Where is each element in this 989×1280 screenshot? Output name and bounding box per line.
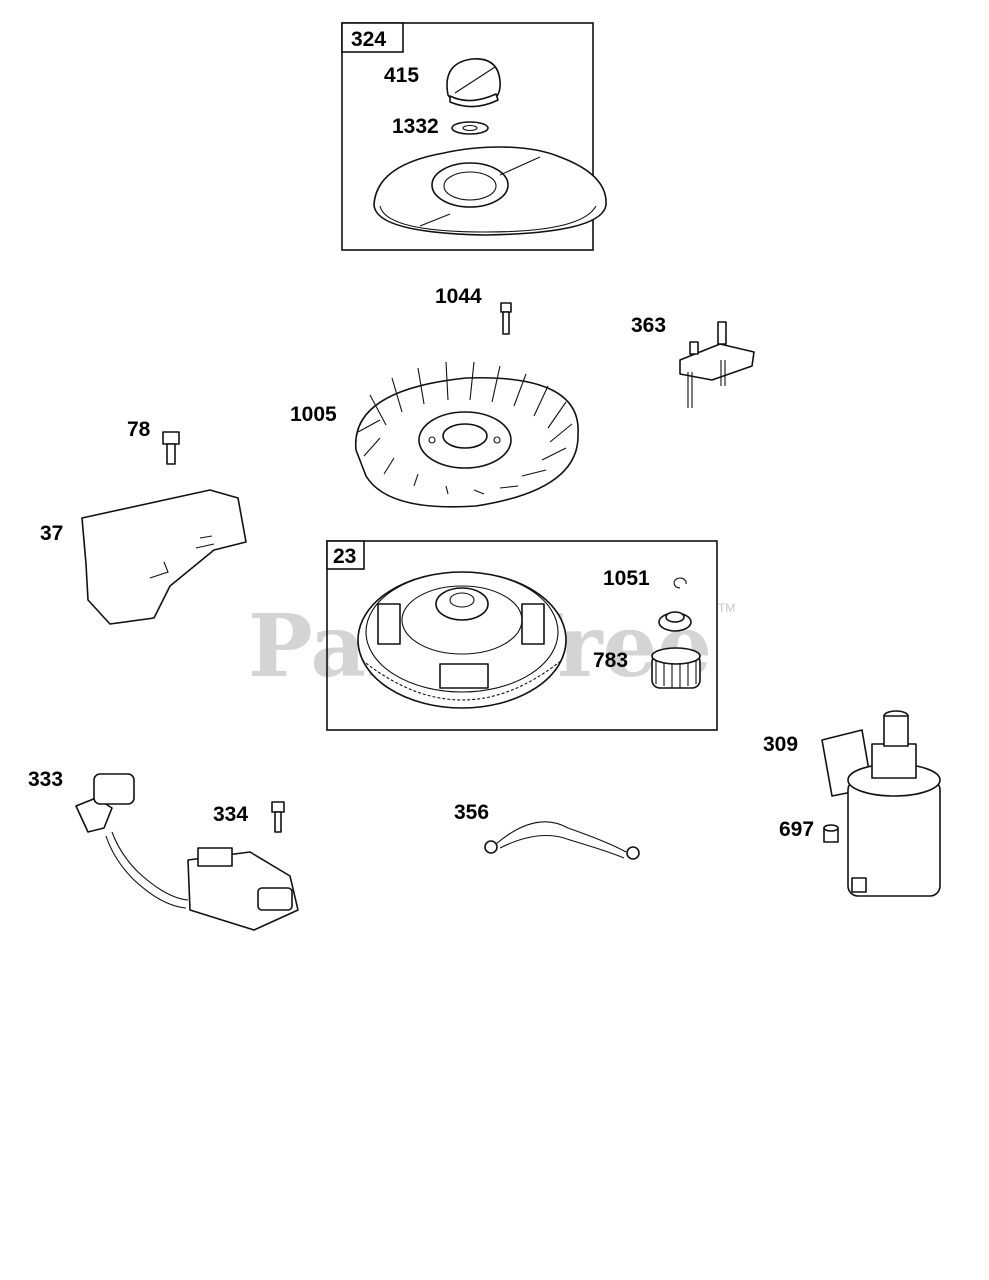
callout-783: 783	[593, 649, 628, 672]
part-363-bracket[interactable]	[679, 321, 755, 408]
kit-23-tab	[326, 540, 365, 570]
part-23-flywheel[interactable]	[357, 571, 567, 709]
part-1332-washer[interactable]	[451, 121, 489, 135]
part-324-cover[interactable]	[373, 146, 607, 236]
callout-78: 78	[127, 418, 151, 441]
part-309-starter[interactable]	[821, 710, 941, 897]
part-78-bolt[interactable]	[162, 431, 180, 465]
kit-324-group: 324 415 1332	[341, 22, 607, 251]
callout-415: 415	[384, 64, 419, 87]
part-37-shield[interactable]	[81, 489, 247, 625]
part-356-ground-wire[interactable]	[484, 821, 640, 860]
callout-1044: 1044	[435, 285, 482, 308]
part-333-armature[interactable]	[75, 773, 299, 931]
part-334-screw[interactable]	[271, 801, 285, 833]
kit-324-label: 324	[351, 28, 386, 51]
callout-1051: 1051	[603, 567, 650, 590]
callout-37: 37	[40, 522, 63, 545]
callout-363: 363	[631, 314, 666, 337]
callout-1332: 1332	[392, 115, 439, 138]
kit-324-tab	[341, 22, 404, 53]
kit-23-label: 23	[333, 545, 356, 568]
callout-356: 356	[454, 801, 489, 824]
callout-334: 334	[213, 803, 248, 826]
kit-23-group: 23 1051 783	[326, 540, 718, 731]
callout-309: 309	[763, 733, 798, 756]
part-1051-ring[interactable]	[673, 577, 687, 589]
callout-1005: 1005	[290, 403, 337, 426]
part-1051-grommet[interactable]	[658, 611, 692, 632]
part-1044-bolt[interactable]	[500, 302, 512, 335]
kit-23-frame	[326, 540, 718, 731]
part-697-nut[interactable]	[823, 824, 839, 843]
part-783-gear[interactable]	[651, 647, 701, 689]
part-415-cap[interactable]	[446, 58, 501, 108]
watermark-trademark: TM	[718, 601, 735, 615]
callout-333: 333	[28, 768, 63, 791]
callout-697: 697	[779, 818, 814, 841]
part-1005-fan[interactable]	[354, 361, 579, 508]
kit-324-frame	[341, 22, 594, 251]
